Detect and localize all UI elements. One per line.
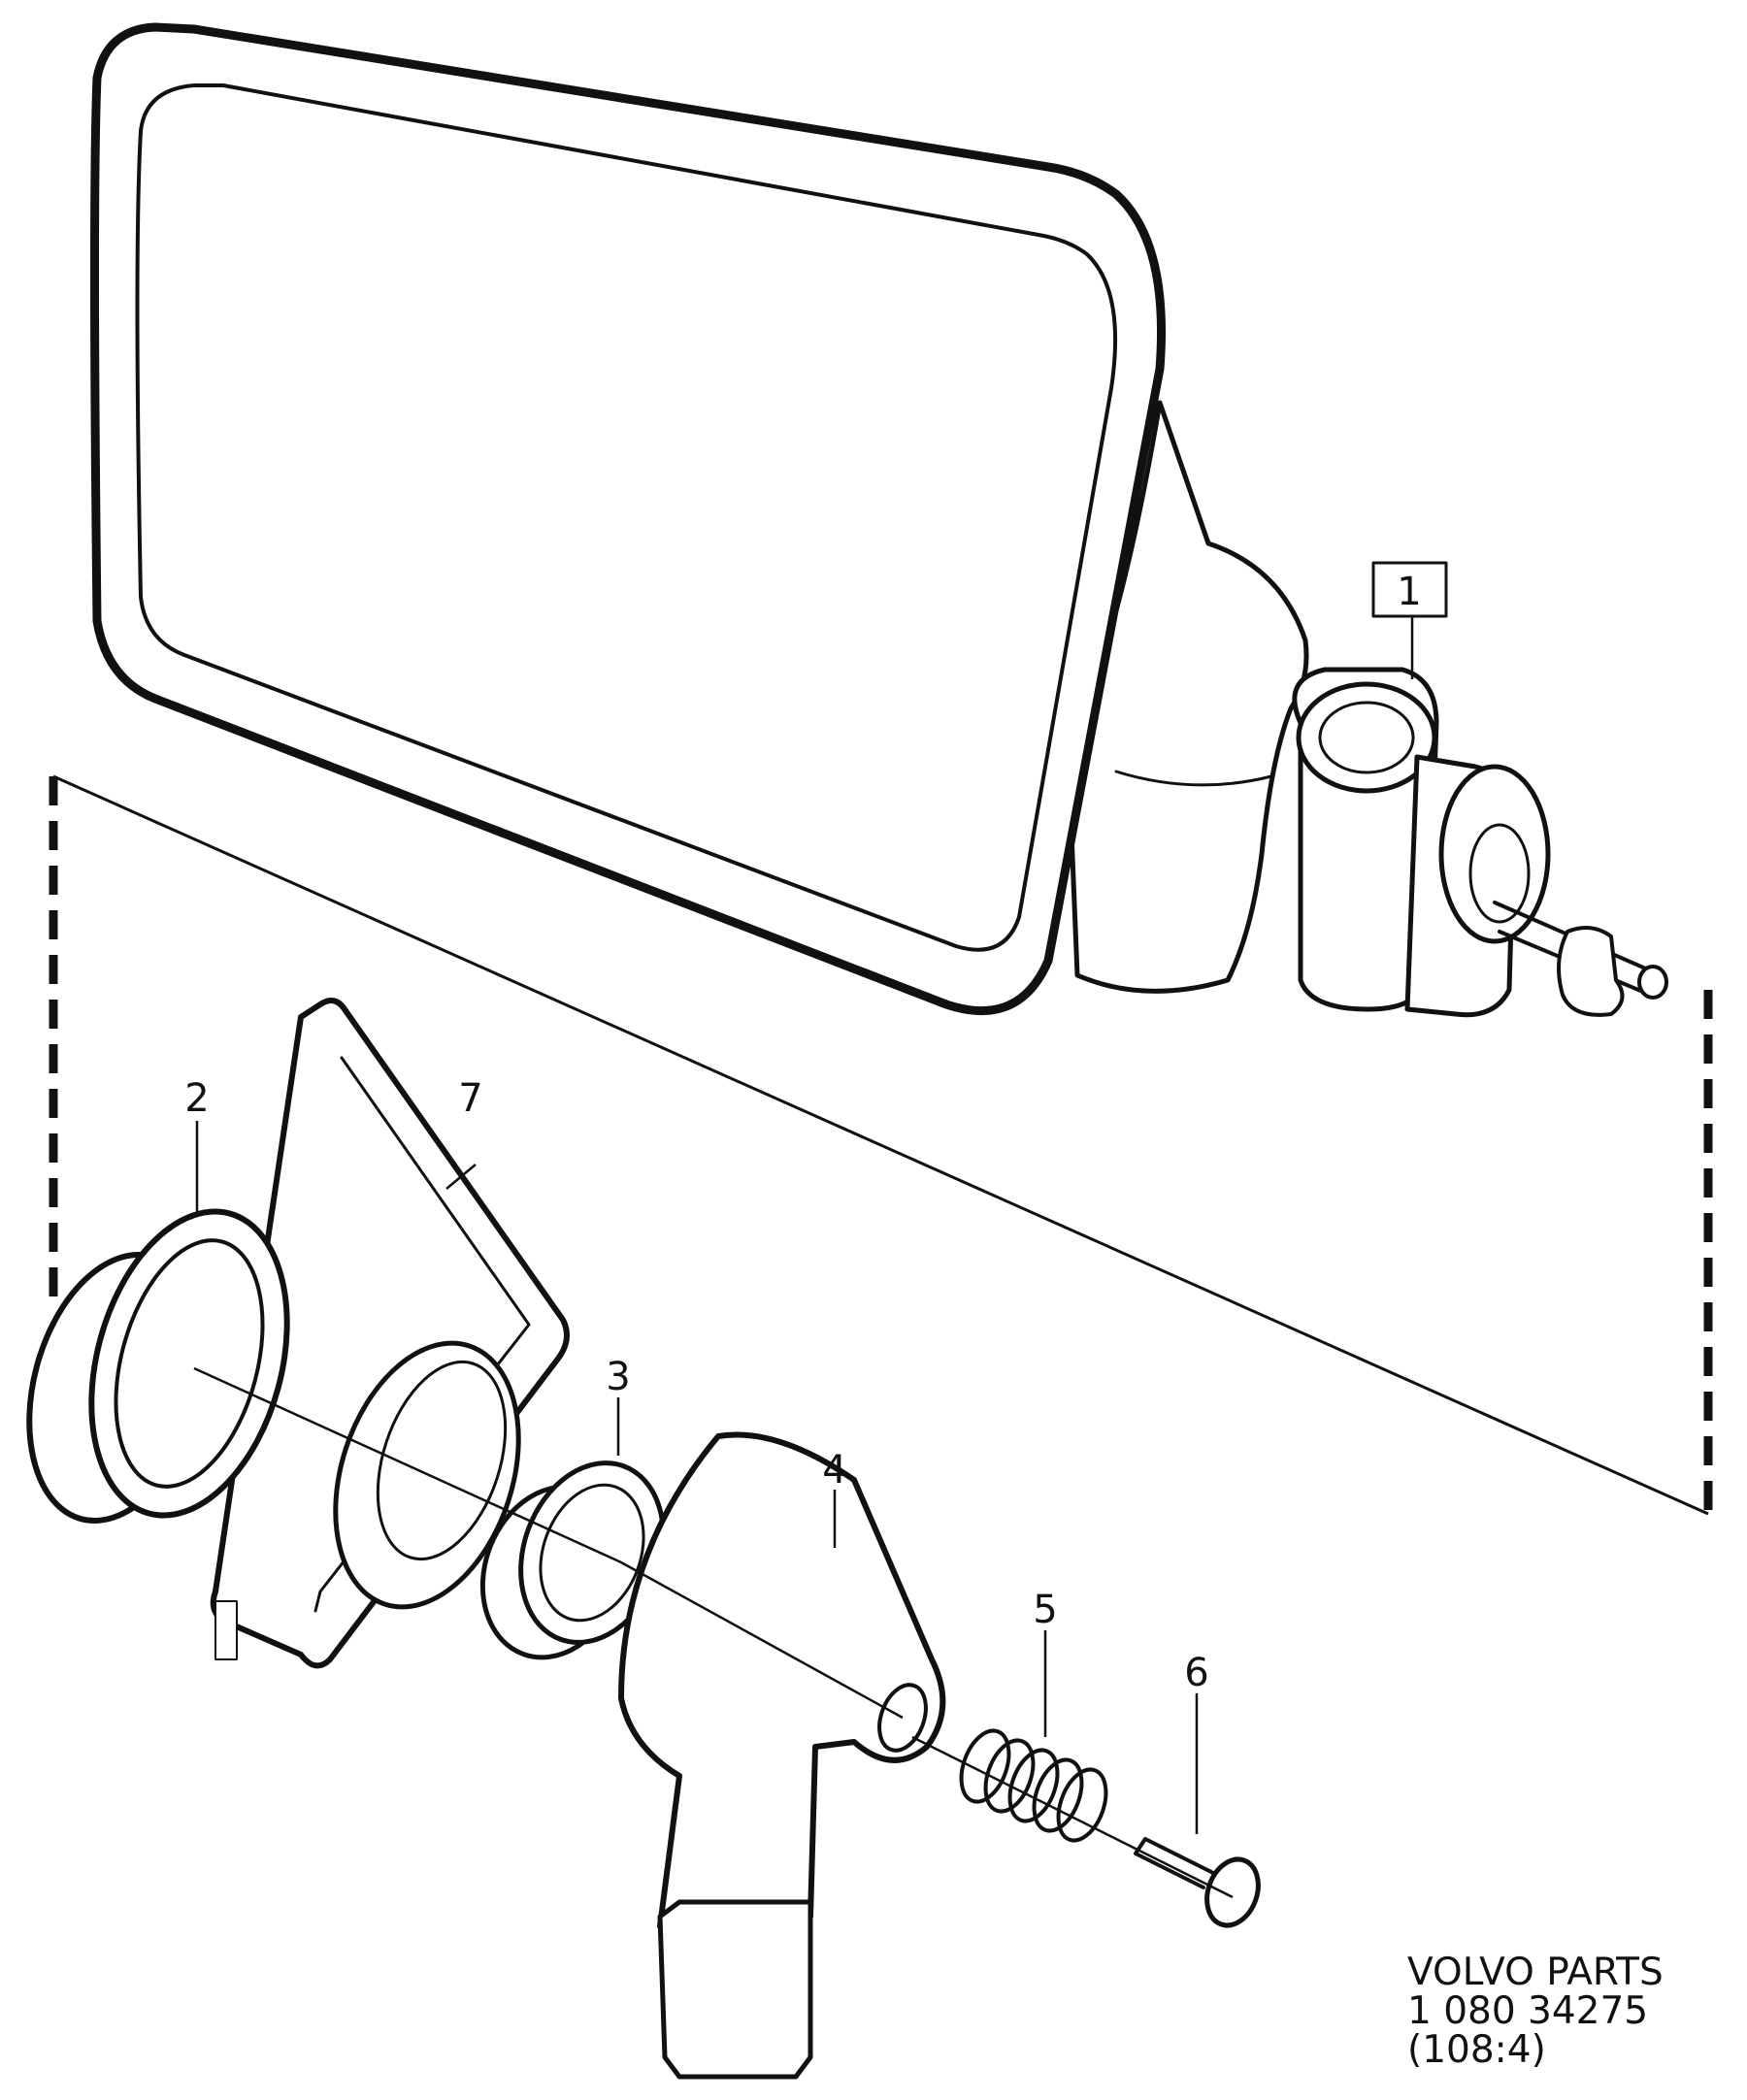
part-labels: 1 2 3 4 5 6 7 [184, 561, 1448, 1695]
seal-ring [26, 1121, 290, 1525]
part-1-label-box [1371, 561, 1448, 618]
part-2-label: 2 [184, 1076, 209, 1121]
spring [959, 1630, 1108, 1843]
screw [1134, 1693, 1261, 1928]
reference-line-3: (108:4) [1407, 2028, 1546, 2072]
part-6-label: 6 [1184, 1651, 1208, 1695]
reference-line-1: VOLVO PARTS [1407, 1951, 1664, 1994]
lever [618, 1431, 946, 2080]
part-3-label: 3 [606, 1355, 630, 1399]
part-7-label: 7 [458, 1076, 482, 1121]
reference-line-2: 1 080 34275 [1407, 1989, 1648, 2033]
mirror-assembly [90, 22, 1668, 1018]
reference-block: VOLVO PARTS 1 080 34275 (108:4) [1407, 1951, 1664, 2072]
part-5-label: 5 [1033, 1588, 1057, 1632]
assembly-axes [193, 1366, 1234, 1899]
part-4-label: 4 [822, 1448, 846, 1493]
bushing [479, 1397, 666, 1660]
part-1-label: 1 [1397, 570, 1421, 614]
assembly-boundary [49, 774, 1713, 1516]
